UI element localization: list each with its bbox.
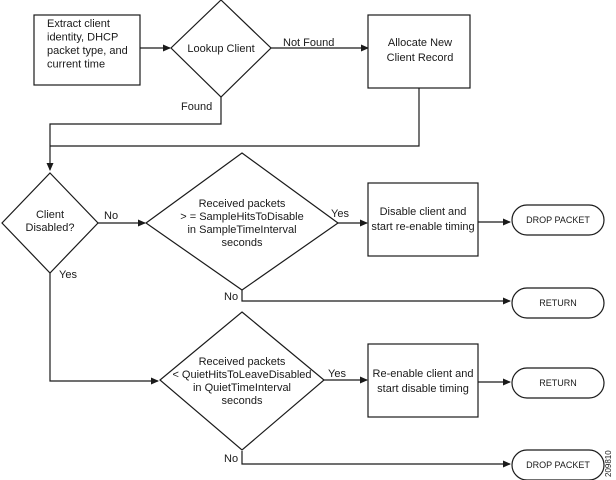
node-text-line: Re-enable client and	[373, 368, 474, 380]
node-text-line: Received packets	[199, 198, 286, 210]
edge-label-disabled-yes: Yes	[59, 269, 77, 281]
node-drop-packet-1-text: DROP PACKET	[526, 215, 590, 225]
node-text-line: DROP PACKET	[526, 460, 590, 470]
node-text-line: packet type, and	[47, 45, 128, 57]
node-text-line: DROP PACKET	[526, 215, 590, 225]
edge-label-disabled-no: No	[104, 210, 118, 222]
node-text-line: Disable client and	[380, 206, 467, 218]
node-text-line: RETURN	[539, 298, 577, 308]
node-disable-client-box	[367, 182, 479, 257]
node-text-line: Client Record	[387, 52, 454, 64]
edge-sample-no	[241, 290, 511, 305]
node-reenable-client-box	[367, 343, 479, 418]
edge-lookup-found	[46, 97, 222, 171]
node-return-2-text: RETURN	[539, 378, 577, 388]
node-text-line: Disabled?	[26, 222, 75, 234]
node-text-line: Extract client	[47, 18, 110, 30]
node-text-line: Client	[36, 209, 64, 221]
edge-label-found: Found	[181, 101, 212, 113]
node-text-line: Received packets	[199, 356, 286, 368]
node-lookup-diamond	[170, 0, 272, 98]
node-text-line: Lookup Client	[187, 43, 254, 55]
edge-label-quiet-no: No	[224, 453, 238, 465]
node-disable-client-text: Disable client and start re-enable timing	[371, 206, 474, 233]
node-extract-box	[33, 14, 141, 86]
node-quiet-check-text: Received packets< QuietHitsToLeaveDisabl…	[172, 356, 311, 407]
node-text-line: current time	[47, 59, 105, 71]
node-sample-check-diamond	[144, 152, 340, 291]
node-text-line: seconds	[222, 395, 263, 407]
node-text-line: RETURN	[539, 378, 577, 388]
node-text-line: start re-enable timing	[371, 221, 474, 233]
edge-disabled-yes	[49, 273, 159, 385]
node-text-line: in SampleTimeInterval	[187, 224, 296, 236]
node-return-2-terminal	[511, 367, 605, 399]
edge-label-sample-yes: Yes	[331, 208, 349, 220]
node-text-line: identity, DHCP	[47, 32, 118, 44]
node-client-disabled-diamond	[1, 172, 99, 274]
node-text-line: Allocate New	[388, 37, 452, 49]
edge-quiet-no	[241, 451, 511, 468]
edge-label-not-found: Not Found	[283, 37, 334, 49]
node-text-line: in QuietTimeInterval	[193, 382, 291, 394]
node-allocate-box	[367, 14, 471, 89]
edge-allocate-return	[50, 88, 420, 147]
edge-label-sample-no: No	[224, 291, 238, 303]
node-drop-packet-2-text: DROP PACKET	[526, 460, 590, 470]
node-return-1-text: RETURN	[539, 298, 577, 308]
figure-id: 209810	[604, 450, 613, 477]
node-reenable-client-text: Re-enable client and start disable timing	[373, 368, 474, 395]
node-return-1-terminal	[511, 287, 605, 319]
node-quiet-check-diamond	[159, 311, 325, 451]
node-text-line: seconds	[222, 237, 263, 249]
node-lookup-text: Lookup Client	[187, 43, 254, 55]
node-text-line: start disable timing	[377, 383, 469, 395]
connectors	[46, 44, 511, 468]
edge-label-quiet-yes: Yes	[328, 368, 346, 380]
node-text-line: > = SampleHitsToDisable	[180, 211, 304, 223]
node-drop-packet-2-terminal	[511, 449, 605, 480]
node-text-line: < QuietHitsToLeaveDisabled	[172, 369, 311, 381]
node-drop-packet-1-terminal	[511, 204, 605, 236]
